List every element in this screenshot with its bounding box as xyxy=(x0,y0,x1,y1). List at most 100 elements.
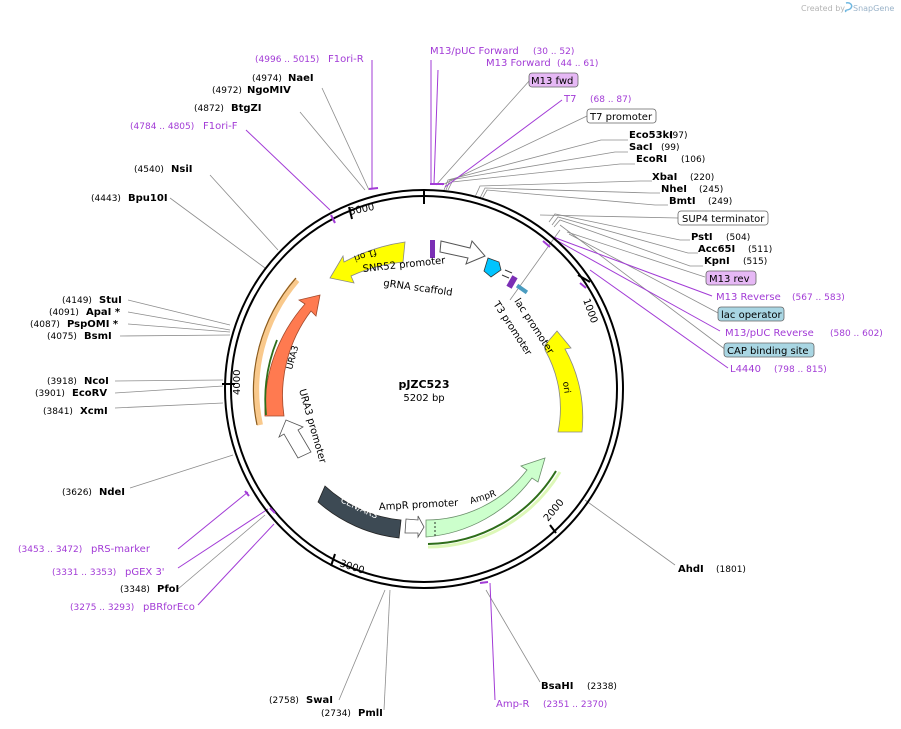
primer-m13-puc-reverse[interactable]: M13/pUC Reverse xyxy=(725,328,814,339)
box-m13-rev[interactable] xyxy=(705,270,757,286)
cenars-block[interactable] xyxy=(317,485,402,539)
enzyme-btgzi-pos: (4872) xyxy=(194,104,224,114)
enzyme-btgzi[interactable]: BtgZI xyxy=(231,103,262,114)
primer-prs-marker[interactable]: pRS-marker xyxy=(91,544,151,555)
enzyme-bsahi[interactable]: BsaHI xyxy=(541,681,573,692)
enzyme-bsmi-pos: (4075) xyxy=(47,332,77,342)
enzyme-bmti[interactable]: BmtI xyxy=(669,196,696,207)
primer-m13-forward[interactable]: M13 Forward xyxy=(486,58,551,69)
enzyme-naei[interactable]: NaeI xyxy=(288,73,314,84)
primer-site-marks xyxy=(244,183,587,584)
ura3-orf-outline xyxy=(252,277,297,426)
ampr-arrow[interactable] xyxy=(425,457,546,538)
plasmid-name: pJZC523 xyxy=(399,378,450,391)
enzyme-bsmi[interactable]: BsmI xyxy=(84,331,112,342)
enzyme-pspomi[interactable]: PspOMI * xyxy=(67,319,119,330)
enzyme-eco53ki[interactable]: Eco53kI xyxy=(629,130,673,141)
ampr-promoter-label: AmpR promoter xyxy=(379,498,460,513)
enzyme-kpni[interactable]: KpnI xyxy=(704,256,730,267)
box-m13-fwd[interactable] xyxy=(528,72,579,88)
enzyme-naei-pos: (4974) xyxy=(252,74,282,84)
enzyme-pfoi-pos: (3348) xyxy=(120,585,150,595)
enzyme-acc65i[interactable]: Acc65I xyxy=(698,244,735,255)
primer-f1ori-f[interactable]: F1ori-F xyxy=(203,121,238,132)
enzyme-nsii-pos: (4540) xyxy=(134,165,164,175)
primer-pbrforeco-pos: (3275 .. 3293) xyxy=(70,603,134,613)
ori-arrow[interactable] xyxy=(544,330,584,433)
enzyme-ncoi-pos: (3918) xyxy=(47,377,77,387)
f1-ori-arrow[interactable] xyxy=(329,241,406,284)
enzyme-pfoi[interactable]: PfoI xyxy=(157,584,179,595)
enzyme-pmli-pos: (2734) xyxy=(321,709,351,719)
ori-label: ori xyxy=(560,381,572,394)
primer-pbrforeco[interactable]: pBRforEco xyxy=(143,602,195,613)
enzyme-ndei-pos: (3626) xyxy=(62,488,92,498)
primer-pgex3-pos: (3331 .. 3353) xyxy=(52,568,116,578)
tick-5000: 5000 xyxy=(348,202,375,218)
enzyme-saci[interactable]: SacI xyxy=(629,142,653,153)
primer-m13-puc-forward[interactable]: M13/pUC Forward xyxy=(430,46,519,57)
ampr-orf-glow xyxy=(427,471,562,549)
enzyme-bsahi-pos: (2338) xyxy=(587,682,617,692)
snapgene-logo-icon xyxy=(844,2,853,13)
enzyme-pspomi-pos: (4087) xyxy=(30,320,60,330)
enzyme-bpu10i[interactable]: Bpu10I xyxy=(128,193,168,204)
box-lac-operator[interactable] xyxy=(717,306,785,322)
box-lac-operator-label: lac operator xyxy=(721,310,782,321)
primer-pgex3[interactable]: pGEX 3' xyxy=(125,567,165,578)
primer-l4440[interactable]: L4440 xyxy=(730,364,761,375)
box-t7-promoter[interactable] xyxy=(586,108,657,124)
box-m13-fwd-label: M13 fwd xyxy=(531,76,573,87)
enzyme-stui[interactable]: StuI xyxy=(99,295,122,306)
enzyme-apai[interactable]: ApaI * xyxy=(86,307,121,318)
ura3-arrow[interactable] xyxy=(264,294,321,417)
primer-m13-reverse-pos: (567 .. 583) xyxy=(792,293,845,303)
primer-amp-r[interactable]: Amp-R xyxy=(496,699,530,710)
snr52-marker xyxy=(430,240,435,258)
box-sup4-terminator[interactable] xyxy=(677,210,769,226)
enzyme-xbai[interactable]: XbaI xyxy=(652,172,677,183)
primer-f1ori-r[interactable]: F1ori-R xyxy=(328,54,364,65)
enzyme-xcmi[interactable]: XcmI xyxy=(80,406,108,417)
backbone-outer xyxy=(224,189,624,589)
primer-m13-puc-reverse-pos: (580 .. 602) xyxy=(830,329,883,339)
enzyme-nhei[interactable]: NheI xyxy=(661,184,687,195)
leader-lines xyxy=(114,79,727,711)
enzyme-ngomiv[interactable]: NgoMIV xyxy=(247,85,291,96)
enzyme-ahdi[interactable]: AhdI xyxy=(678,564,704,575)
ampr-orf xyxy=(427,470,557,545)
watermark-prefix: Created by xyxy=(801,4,845,13)
grna-scaffold-arrow[interactable] xyxy=(483,257,502,278)
box-cap-binding-site[interactable] xyxy=(723,342,815,358)
enzyme-pmli[interactable]: PmlI xyxy=(358,708,383,719)
ampr-promoter-arrow[interactable] xyxy=(404,515,425,539)
box-sup4-terminator-label: SUP4 terminator xyxy=(682,214,765,225)
primer-f1ori-r-pos: (4996 .. 5015) xyxy=(255,55,319,65)
enzyme-swai-pos: (2758) xyxy=(269,696,299,706)
tick-2000: 2000 xyxy=(542,497,567,524)
snr52-promoter-arrow[interactable] xyxy=(439,239,486,265)
site-mark-3 xyxy=(501,274,510,279)
enzyme-ndei[interactable]: NdeI xyxy=(99,487,125,498)
primer-l4440-pos: (798 .. 815) xyxy=(774,365,827,375)
enzyme-bmti-pos: (249) xyxy=(708,197,732,207)
enzyme-swai[interactable]: SwaI xyxy=(306,695,333,706)
enzyme-psti[interactable]: PstI xyxy=(691,232,713,243)
enzyme-nsii[interactable]: NsiI xyxy=(171,164,192,175)
enzyme-ecorv[interactable]: EcoRV xyxy=(72,388,107,399)
ura3-orf-glow xyxy=(253,278,300,426)
enzyme-ncoi[interactable]: NcoI xyxy=(84,376,109,387)
enzyme-apai-pos: (4091) xyxy=(49,308,79,318)
primer-m13-reverse[interactable]: M13 Reverse xyxy=(716,292,781,303)
box-cap-binding-site-label: CAP binding site xyxy=(727,346,809,357)
enzyme-psti-pos: (504) xyxy=(726,233,750,243)
primer-t7[interactable]: T7 xyxy=(563,94,576,105)
ura3-promoter-arrow[interactable] xyxy=(278,419,312,459)
box-t7-promoter-label: T7 promoter xyxy=(589,112,653,123)
enzyme-ecori[interactable]: EcoRI xyxy=(636,154,667,165)
tick-4000: 4000 xyxy=(232,370,243,395)
enzyme-eco53ki-pos: (97) xyxy=(669,131,687,141)
lac-operator-mark xyxy=(515,283,529,295)
plasmid-size: 5202 bp xyxy=(403,393,444,404)
